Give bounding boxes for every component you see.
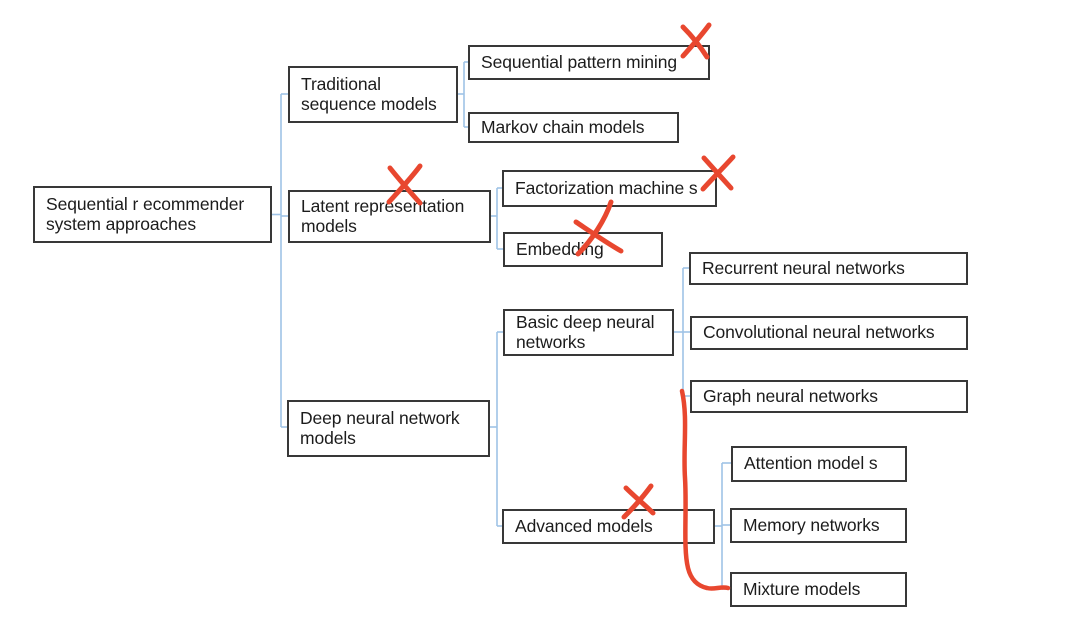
node-traditional-sequence-models: Traditional sequence models [288, 66, 458, 123]
node-label: Markov chain models [481, 116, 645, 137]
node-label: Mixture models [743, 578, 861, 599]
node-recurrent-neural-networks: Recurrent neural networks [689, 252, 968, 285]
node-label: Deep neural network models [300, 407, 460, 448]
node-latent-representation-models: Latent representation models [288, 190, 491, 243]
node-label: Latent representation models [301, 195, 465, 236]
node-mixture-models: Mixture models [730, 572, 907, 607]
node-sequential-pattern-mining: Sequential pattern mining [468, 45, 710, 80]
node-label: Recurrent neural networks [702, 257, 905, 278]
node-label: Sequential pattern mining [481, 51, 677, 72]
node-label: Graph neural networks [703, 385, 878, 406]
node-label: Basic deep neural networks [516, 311, 655, 352]
node-memory-networks: Memory networks [730, 508, 907, 543]
node-graph-neural-networks: Graph neural networks [690, 380, 968, 413]
node-sequential-recommender-root: Sequential r ecommender system approache… [33, 186, 272, 243]
node-attention-models: Attention model s [731, 446, 907, 482]
node-markov-chain-models: Markov chain models [468, 112, 679, 143]
node-label: Advanced models [515, 515, 653, 536]
node-advanced-models: Advanced models [502, 509, 715, 544]
node-label: Traditional sequence models [301, 73, 437, 114]
node-label: Memory networks [743, 514, 880, 535]
node-factorization-machines: Factorization machine s [502, 170, 717, 207]
node-label: Convolutional neural networks [703, 322, 935, 343]
node-label: Sequential r ecommender system approache… [46, 193, 245, 234]
node-label: Attention model s [744, 453, 878, 474]
node-label: Factorization machine s [515, 177, 698, 198]
node-label: Embedding [516, 238, 604, 259]
handdrawn-curve-graph-to-mixture [679, 388, 731, 591]
node-convolutional-neural-networks: Convolutional neural networks [690, 316, 968, 350]
node-basic-deep-neural-networks: Basic deep neural networks [503, 309, 674, 356]
node-embedding: Embedding [503, 232, 663, 267]
node-deep-neural-network-models: Deep neural network models [287, 400, 490, 457]
